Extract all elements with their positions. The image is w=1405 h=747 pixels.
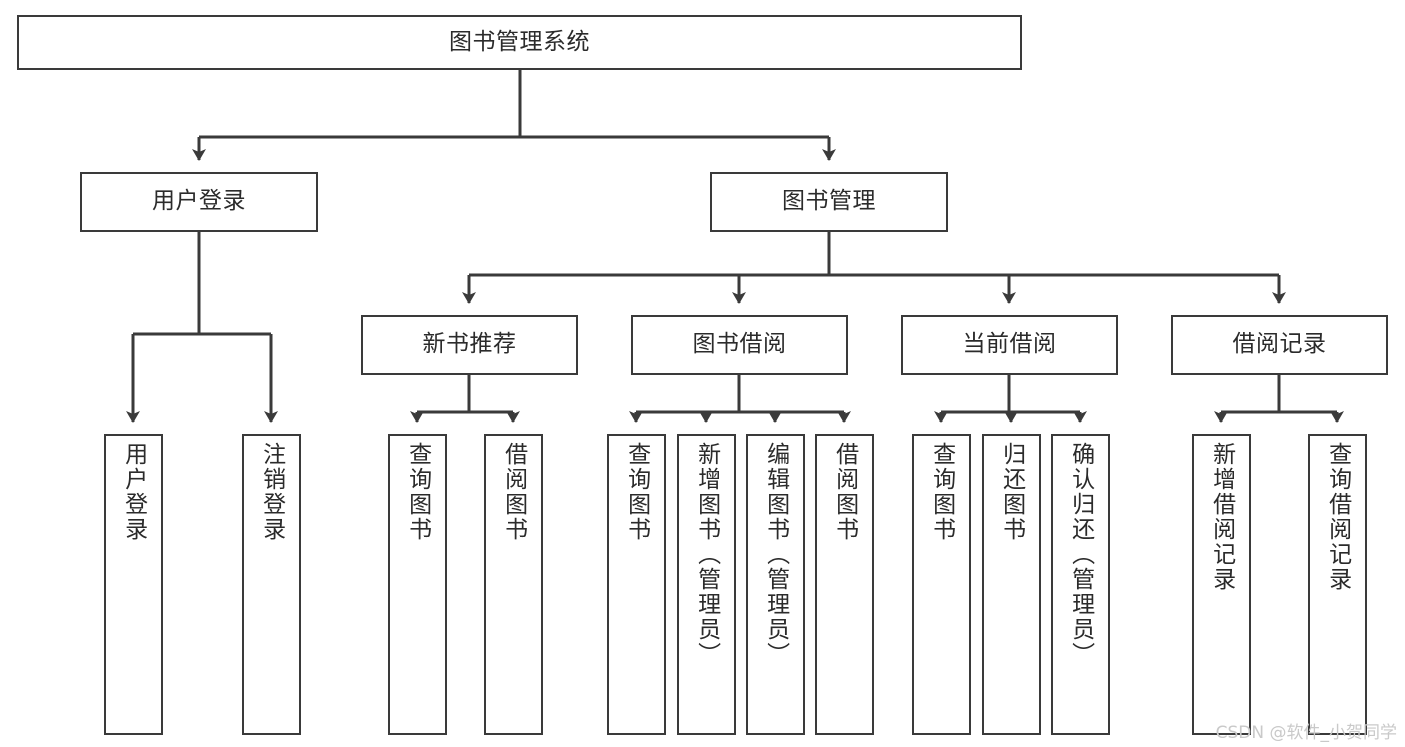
node-book-manage-label: 图书管理 bbox=[782, 188, 876, 215]
node-leaf-rec-borrow-label: 借阅图书 bbox=[500, 442, 527, 542]
csdn-watermark: CSDN @软件_小贺同学 bbox=[1215, 723, 1397, 743]
node-leaf-borrow-lend-label: 借阅图书 bbox=[831, 442, 858, 542]
node-leaf-borrow-lend[interactable]: 借阅图书 bbox=[815, 434, 874, 735]
node-leaf-rec-query2-label: 查询借阅记录 bbox=[1324, 442, 1351, 592]
node-leaf-cur-return[interactable]: 归还图书 bbox=[982, 434, 1041, 735]
node-current-borrow[interactable]: 当前借阅 bbox=[901, 315, 1118, 375]
node-leaf-rec-query-label: 查询图书 bbox=[404, 442, 431, 542]
node-leaf-rec-query2[interactable]: 查询借阅记录 bbox=[1308, 434, 1367, 735]
node-new-book-rec-label: 新书推荐 bbox=[422, 331, 517, 358]
node-leaf-borrow-add-label: 新增图书（管理员） bbox=[693, 442, 720, 667]
node-leaf-user-login-label: 用户登录 bbox=[120, 442, 147, 542]
node-borrow-record-label: 借阅记录 bbox=[1232, 331, 1327, 358]
node-root[interactable]: 图书管理系统 bbox=[17, 15, 1022, 70]
node-leaf-cur-query-label: 查询图书 bbox=[928, 442, 955, 542]
node-new-book-rec[interactable]: 新书推荐 bbox=[361, 315, 578, 375]
node-user-login[interactable]: 用户登录 bbox=[80, 172, 318, 232]
node-leaf-borrow-edit[interactable]: 编辑图书（管理员） bbox=[746, 434, 805, 735]
node-leaf-cur-query[interactable]: 查询图书 bbox=[912, 434, 971, 735]
node-book-manage[interactable]: 图书管理 bbox=[710, 172, 948, 232]
node-leaf-user-logout-label: 注销登录 bbox=[258, 442, 285, 542]
node-leaf-cur-confirm-label: 确认归还（管理员） bbox=[1067, 442, 1094, 667]
node-borrow-record[interactable]: 借阅记录 bbox=[1171, 315, 1388, 375]
node-leaf-rec-add-label: 新增借阅记录 bbox=[1208, 442, 1235, 592]
node-current-borrow-label: 当前借阅 bbox=[962, 331, 1057, 358]
node-leaf-borrow-edit-label: 编辑图书（管理员） bbox=[762, 442, 789, 667]
node-leaf-borrow-query[interactable]: 查询图书 bbox=[607, 434, 666, 735]
node-book-borrow[interactable]: 图书借阅 bbox=[631, 315, 848, 375]
node-leaf-cur-return-label: 归还图书 bbox=[998, 442, 1025, 542]
node-leaf-borrow-query-label: 查询图书 bbox=[623, 442, 650, 542]
node-user-login-label: 用户登录 bbox=[152, 188, 246, 215]
node-leaf-user-login[interactable]: 用户登录 bbox=[104, 434, 163, 735]
node-book-borrow-label: 图书借阅 bbox=[692, 331, 787, 358]
node-leaf-rec-query[interactable]: 查询图书 bbox=[388, 434, 447, 735]
node-leaf-borrow-add[interactable]: 新增图书（管理员） bbox=[677, 434, 736, 735]
node-root-label: 图书管理系统 bbox=[449, 28, 590, 55]
node-leaf-rec-borrow[interactable]: 借阅图书 bbox=[484, 434, 543, 735]
node-leaf-rec-add[interactable]: 新增借阅记录 bbox=[1192, 434, 1251, 735]
node-leaf-cur-confirm[interactable]: 确认归还（管理员） bbox=[1051, 434, 1110, 735]
node-leaf-user-logout[interactable]: 注销登录 bbox=[242, 434, 301, 735]
